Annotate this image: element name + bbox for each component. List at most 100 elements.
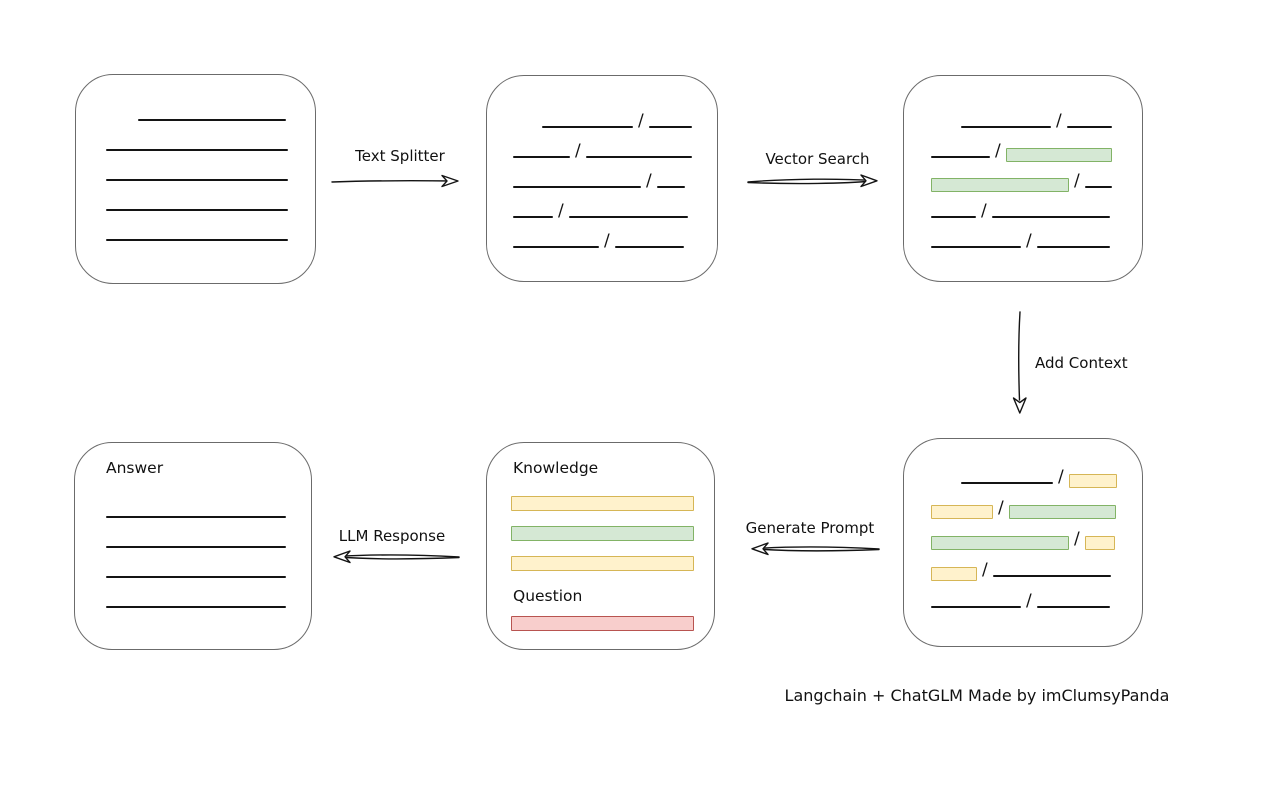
text-line — [513, 186, 641, 188]
chunk-row: / — [931, 577, 1117, 611]
chunk-row — [106, 151, 288, 181]
slash-separator: / — [1026, 591, 1032, 611]
generate-prompt-label: Generate Prompt — [745, 519, 875, 537]
chunk-row — [511, 541, 694, 571]
chunk-row — [106, 518, 286, 548]
yellow-chunk-highlight — [1068, 474, 1117, 488]
chunk-row: / — [931, 484, 1117, 519]
text-line — [138, 119, 286, 121]
text-line — [991, 216, 1110, 218]
answer-lines — [106, 488, 286, 608]
chunk-row — [106, 548, 286, 578]
text-line — [961, 126, 1051, 128]
generate-prompt-arrow — [751, 542, 880, 556]
chunk-row — [511, 481, 694, 511]
chunk-row: / — [931, 98, 1112, 131]
chunk-row — [106, 211, 288, 241]
text-line — [106, 516, 286, 518]
chunk-row — [106, 121, 288, 151]
chunk-row: / — [931, 546, 1117, 581]
chunk-row: / — [513, 218, 692, 251]
slash-separator: / — [982, 560, 988, 580]
slash-separator: / — [638, 111, 644, 131]
text-line — [992, 575, 1111, 577]
answer-label: Answer — [106, 459, 164, 477]
text-line — [931, 606, 1021, 608]
chunk-row: / — [931, 515, 1117, 550]
text-line — [1084, 186, 1112, 188]
text-line — [931, 216, 976, 218]
chunk-row — [511, 511, 694, 541]
slash-separator: / — [981, 201, 987, 221]
text-line — [106, 209, 288, 211]
text-line — [568, 216, 688, 218]
question-label: Question — [513, 587, 583, 605]
text-line — [931, 156, 990, 158]
text-line — [931, 246, 1021, 248]
vector-search-label: Vector Search — [765, 150, 870, 168]
text-line — [106, 576, 286, 578]
chunk-row: / — [931, 128, 1112, 162]
slash-separator: / — [558, 201, 564, 221]
slash-separator: / — [1056, 111, 1062, 131]
matched-chunks-lines: / / / / / — [931, 98, 1112, 251]
document-lines — [106, 91, 288, 241]
chunks-lines: / / / / / — [513, 98, 692, 251]
knowledge-label: Knowledge — [513, 459, 599, 477]
answer-box: Answer — [74, 442, 312, 650]
green-chunk-highlight — [931, 536, 1069, 550]
text-line — [614, 246, 684, 248]
chunk-row: / — [513, 188, 692, 221]
question-bar — [511, 601, 694, 631]
yellow-chunk-highlight — [931, 567, 977, 581]
slash-separator: / — [998, 498, 1004, 518]
slash-separator: / — [1026, 231, 1032, 251]
text-splitter-label: Text Splitter — [355, 147, 445, 165]
chunk-row: / — [931, 453, 1117, 488]
llm-response-arrow — [333, 550, 460, 564]
knowledge-bars — [511, 481, 694, 571]
context-chunks-lines: / / / / / — [931, 453, 1117, 611]
chunk-row: / — [931, 218, 1112, 251]
text-line — [1066, 126, 1112, 128]
document-box — [75, 74, 316, 284]
text-splitter-arrow — [331, 174, 459, 188]
chunk-row: / — [931, 188, 1112, 221]
text-line — [648, 126, 692, 128]
text-line — [542, 126, 633, 128]
slash-separator: / — [1074, 171, 1080, 191]
matched-chunks-box: / / / / / — [903, 75, 1143, 282]
text-line — [513, 246, 599, 248]
slash-separator: / — [646, 171, 652, 191]
text-line — [513, 216, 553, 218]
text-line — [1036, 246, 1110, 248]
slash-separator: / — [995, 141, 1001, 161]
slash-separator: / — [575, 141, 581, 161]
chunk-row: / — [931, 158, 1112, 192]
green-chunk-highlight — [511, 526, 694, 541]
chunks-box: / / / / / — [486, 75, 718, 282]
text-line — [106, 239, 288, 241]
vector-search-arrow — [747, 174, 878, 188]
slash-separator: / — [1074, 529, 1080, 549]
text-line — [585, 156, 692, 158]
add-context-arrow — [1012, 311, 1027, 414]
green-chunk-highlight — [1008, 505, 1116, 519]
yellow-chunk-highlight — [1084, 536, 1115, 550]
text-line — [961, 482, 1053, 484]
text-line — [106, 179, 288, 181]
context-chunks-box: / / / / / — [903, 438, 1143, 647]
chunk-row: / — [513, 158, 692, 191]
chunk-row — [511, 601, 694, 631]
credit-caption: Langchain + ChatGLM Made by imClumsyPand… — [784, 686, 1170, 705]
prompt-box: Knowledge Question — [486, 442, 715, 650]
chunk-row: / — [513, 98, 692, 131]
green-chunk-highlight — [931, 178, 1069, 192]
chunk-row — [106, 488, 286, 518]
chunk-row — [106, 578, 286, 608]
add-context-label: Add Context — [1035, 354, 1128, 372]
text-line — [1036, 606, 1110, 608]
yellow-chunk-highlight — [511, 556, 694, 571]
slash-separator: / — [604, 231, 610, 251]
